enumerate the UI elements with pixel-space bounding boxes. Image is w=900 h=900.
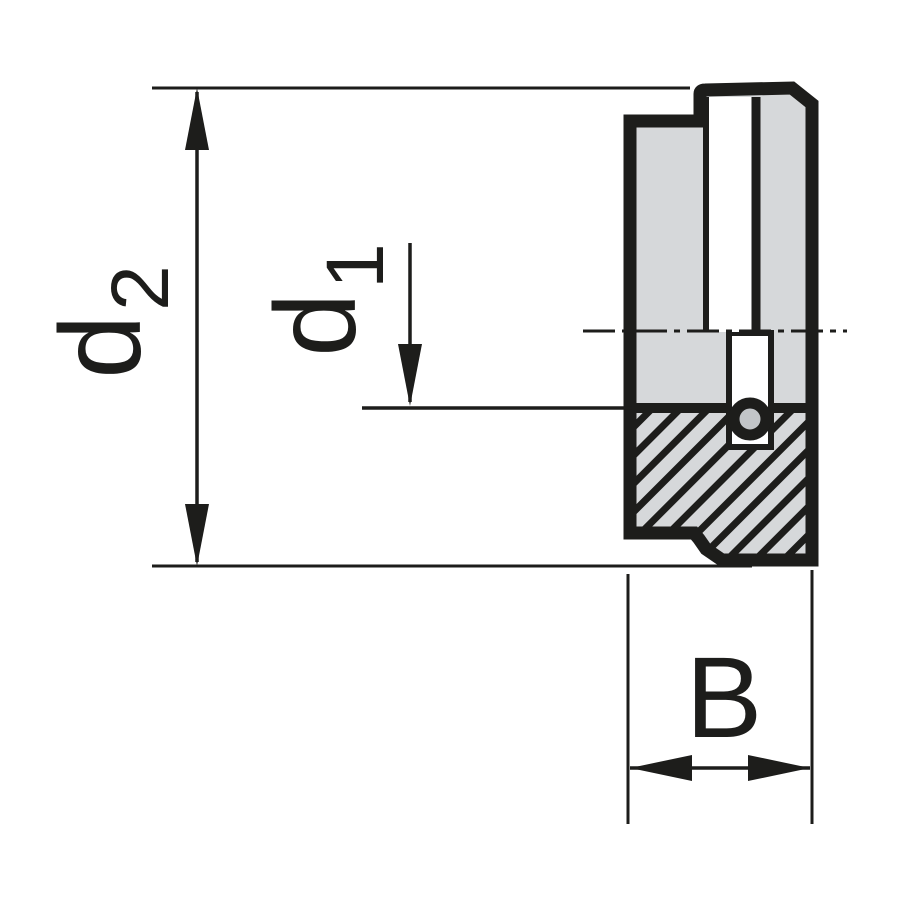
part-cross-section: [583, 81, 847, 567]
hatch-region: [630, 408, 812, 560]
d1-label-base: d: [252, 293, 380, 357]
d1-label-subscript: 1: [310, 243, 401, 289]
hatch-area: [630, 408, 812, 560]
d2-label: d2: [37, 265, 186, 379]
b-label-base: B: [686, 634, 763, 762]
bore-channel: [706, 97, 756, 332]
arrowhead-right-icon: [748, 755, 810, 781]
arrowhead-down-icon: [185, 504, 209, 566]
arrowhead-up-icon: [185, 88, 209, 150]
b-label: B: [686, 634, 763, 762]
d2-label-subscript: 2: [95, 265, 186, 311]
arrowhead-down-icon: [398, 344, 422, 406]
arrowhead-left-icon: [630, 755, 692, 781]
dimension-d2: d2: [37, 86, 752, 568]
dimension-d1: d1: [252, 243, 632, 410]
set-screw-ball: [728, 397, 772, 441]
part-outline: [623, 81, 819, 567]
d2-label-base: d: [37, 315, 165, 379]
dimension-b: B: [626, 570, 814, 824]
d1-label: d1: [252, 243, 401, 357]
